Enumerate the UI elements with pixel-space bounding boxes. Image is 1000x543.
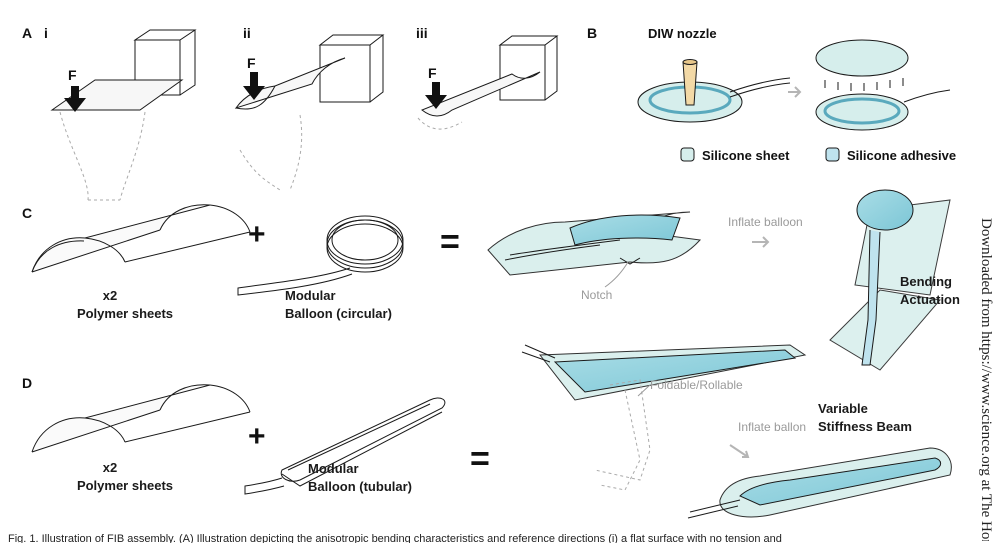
fold-pointer [637, 384, 651, 397]
balloon-label-1: Modular [285, 288, 336, 303]
stiffness-beam-label: Stiffness Beam [818, 419, 912, 434]
legend-adhesive-swatch [825, 147, 840, 162]
legend-sheet-label: Silicone sheet [702, 148, 790, 163]
polymer-sheet-drawing [31, 204, 251, 273]
nozzle-icon [682, 61, 698, 106]
panel-a-sub-i: i [44, 25, 48, 41]
bending-label: Bending [900, 274, 952, 289]
notch-label: Notch [581, 288, 612, 302]
arrow-down-right-icon [729, 444, 750, 458]
panel-a-sub-ii: ii [243, 25, 251, 41]
circular-balloon-drawing [237, 215, 404, 296]
silicone-sheet-with-nozzle [637, 59, 791, 123]
svg-text:F: F [68, 67, 77, 83]
panel-a-ii-drawing [234, 34, 385, 191]
force-arrow-icon: F [64, 67, 86, 112]
legend-adhesive-label: Silicone adhesive [847, 148, 956, 163]
silicone-sheet-stack [815, 39, 951, 131]
svg-text:F: F [428, 65, 437, 81]
assembled-actuator-drawing [487, 211, 702, 276]
panel-b-label: B [587, 25, 597, 41]
tubular-balloon-drawing [244, 397, 446, 495]
polymer-sheets-label: Polymer sheets [77, 478, 173, 493]
arrow-right-icon [788, 86, 802, 98]
balloon-label-1: Modular [308, 461, 359, 476]
panel-a-iii-drawing [417, 35, 559, 130]
arrow-right-icon [752, 236, 770, 248]
polymer-sheet-drawing [31, 384, 251, 453]
force-arrow-icon: F [425, 65, 447, 109]
panel-b: B DIW nozzle Silicone sheet Silicone adh… [587, 25, 956, 163]
panel-a-i-drawing [50, 29, 197, 201]
polymer-sheets-label: Polymer sheets [77, 306, 173, 321]
foldable-label: Foldable/Rollable [650, 378, 743, 392]
panel-d-label: D [22, 375, 32, 391]
force-arrow-icon: F [243, 55, 265, 100]
figure-caption: Fig. 1. Illustration of FIB assembly. (A… [8, 533, 782, 543]
panel-c: C x2 Polymer sheets + Modular Balloon (c… [22, 189, 960, 371]
count-label: x2 [103, 288, 117, 303]
count-label: x2 [103, 460, 117, 475]
panel-a-label: A [22, 25, 32, 41]
balloon-label-2: Balloon (circular) [285, 306, 392, 321]
inflate-ballon-label: Inflate ballon [738, 420, 806, 434]
panel-a: A i ii iii F F [22, 25, 559, 201]
svg-text:F: F [247, 55, 256, 71]
variable-stiffness-beam-drawing [687, 447, 952, 519]
variable-beam-flat-drawing [521, 344, 807, 401]
diw-nozzle-label: DIW nozzle [648, 26, 717, 41]
notch-pointer [604, 261, 629, 288]
panel-c-label: C [22, 205, 32, 221]
balloon-label-2: Balloon (tubular) [308, 479, 412, 494]
plus-sign: + [248, 420, 266, 453]
panel-a-sub-iii: iii [416, 25, 428, 41]
legend-sheet-swatch [680, 147, 695, 162]
download-watermark: Downloaded from https://www.science.org … [978, 218, 994, 541]
equals-sign: = [440, 223, 460, 261]
plus-sign: + [248, 218, 266, 251]
bending-actuator-drawing [829, 189, 951, 371]
folded-ghost-drawing [594, 379, 651, 491]
inflate-balloon-label: Inflate balloon [728, 215, 803, 229]
actuation-label: Actuation [900, 292, 960, 307]
panel-d: D x2 Polymer sheets + Modular Balloon (t… [22, 344, 952, 519]
variable-label: Variable [818, 401, 868, 416]
equals-sign: = [470, 440, 490, 478]
